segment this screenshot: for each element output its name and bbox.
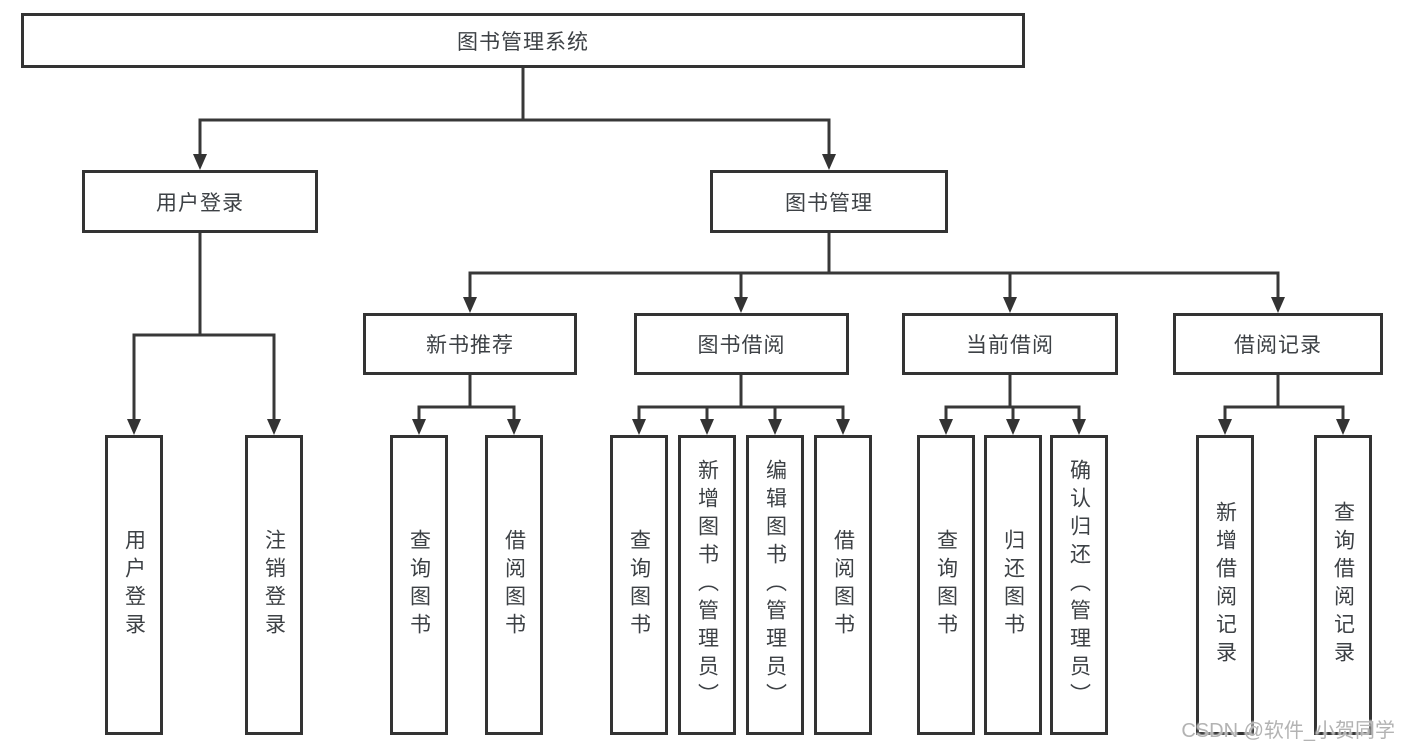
leaf-current-confirm-return-admin: 确认归还（管理员）: [1050, 435, 1108, 735]
leaf-borrow-add-books-admin: 新增图书（管理员）: [678, 435, 736, 735]
connector-root-to-level2: [198, 66, 831, 164]
leaf-user-login: 用户登录: [105, 435, 163, 735]
node-new-book-recommend: 新书推荐: [363, 313, 577, 375]
leaf-logout: 注销登录: [245, 435, 303, 735]
arrowheads: [127, 154, 1350, 435]
node-borrow-records: 借阅记录: [1173, 313, 1383, 375]
leaf-records-query-record: 查询借阅记录: [1314, 435, 1372, 735]
leaf-borrow-edit-books-admin: 编辑图书（管理员）: [746, 435, 804, 735]
leaf-borrow-borrow-books: 借阅图书: [814, 435, 872, 735]
connector-user-login-to-leaves: [132, 231, 276, 429]
node-current-borrow: 当前借阅: [902, 313, 1118, 375]
leaf-records-add-record: 新增借阅记录: [1196, 435, 1254, 735]
leaf-current-query-books: 查询图书: [917, 435, 975, 735]
leaf-borrow-query-books: 查询图书: [610, 435, 668, 735]
node-book-borrow: 图书借阅: [634, 313, 849, 375]
connector-current-borrow-to-leaves: [944, 373, 1081, 429]
node-book-management: 图书管理: [710, 170, 948, 233]
node-root-library-system: 图书管理系统: [21, 13, 1025, 68]
connector-book-management-to-level3: [468, 231, 1280, 307]
leaf-current-return-books: 归还图书: [984, 435, 1042, 735]
leaf-recommend-query-books: 查询图书: [390, 435, 448, 735]
connector-new-book-to-leaves: [417, 373, 516, 429]
leaf-recommend-borrow-books: 借阅图书: [485, 435, 543, 735]
csdn-watermark: CSDN @软件_小贺同学: [1181, 720, 1395, 742]
node-user-login: 用户登录: [82, 170, 318, 233]
connector-borrow-records-to-leaves: [1223, 373, 1345, 429]
connector-book-borrow-to-leaves: [637, 373, 845, 429]
